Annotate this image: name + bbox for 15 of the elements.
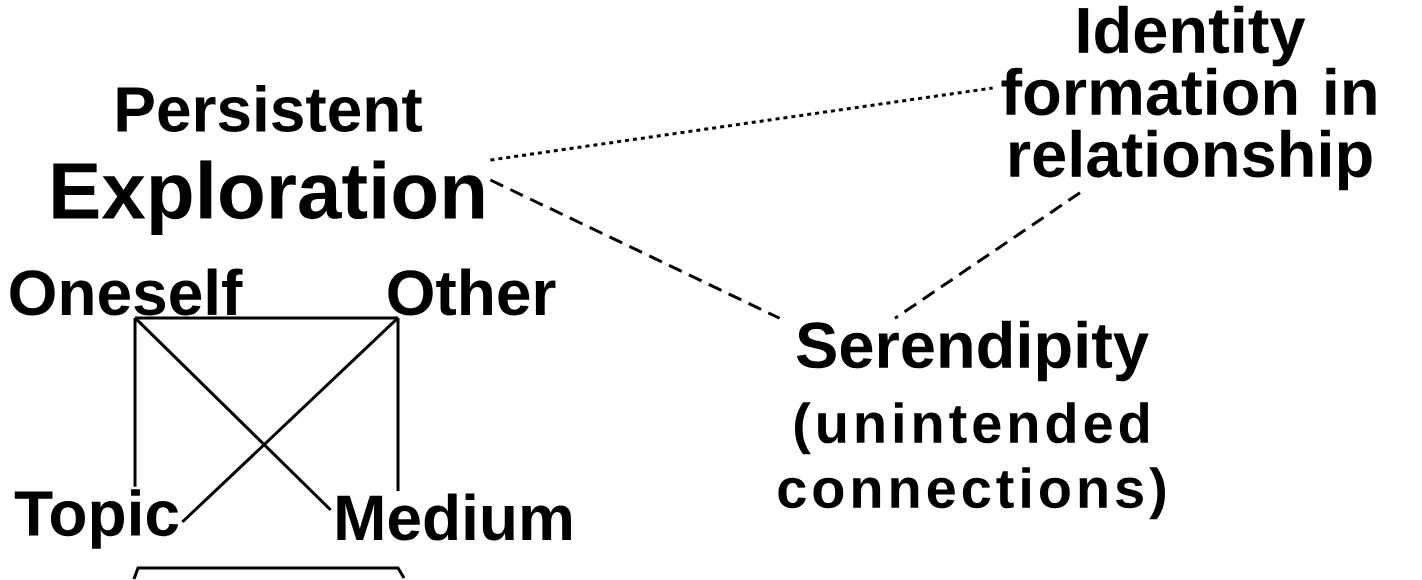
concept-label: Serendipity (unintended connections) xyxy=(778,320,1165,520)
corner-label: Topic xyxy=(14,489,179,549)
dashed-line xyxy=(894,191,1081,320)
connector-line xyxy=(135,316,398,320)
connector-line xyxy=(133,316,332,512)
corner-label: Medium xyxy=(337,493,571,541)
corner-label: Oneself xyxy=(10,268,243,316)
dotted-line xyxy=(490,86,993,162)
connector-line xyxy=(181,316,400,524)
corner-label: Other xyxy=(388,268,556,316)
connector-line xyxy=(396,317,400,492)
connector-line xyxy=(133,317,137,487)
concept-label: Identity formation in relationship xyxy=(1001,5,1376,191)
dashed-line xyxy=(489,178,781,320)
concept-label: Persistent Exploration xyxy=(53,85,484,235)
